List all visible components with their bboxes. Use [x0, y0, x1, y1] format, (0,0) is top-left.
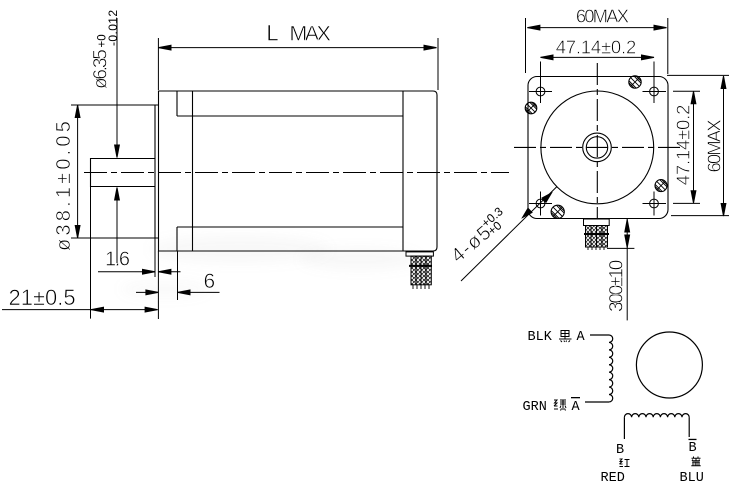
svg-text:A: A — [572, 400, 581, 415]
svg-text:B: B — [689, 441, 697, 456]
svg-text:21±0.5: 21±0.5 — [9, 285, 76, 310]
svg-text:1.6: 1.6 — [105, 249, 130, 271]
svg-text:MAX: MAX — [289, 22, 330, 46]
svg-text:60MAX: 60MAX — [576, 5, 629, 26]
svg-text:47.14±0.2: 47.14±0.2 — [673, 105, 694, 185]
svg-text:60MAX: 60MAX — [704, 120, 725, 173]
svg-text:A: A — [577, 330, 586, 345]
svg-text:300±10: 300±10 — [606, 260, 627, 312]
svg-text:L: L — [266, 21, 278, 46]
svg-text:RED: RED — [601, 471, 625, 486]
svg-text:BLU: BLU — [680, 471, 704, 486]
svg-text:ø6.35: ø6.35 — [91, 50, 112, 89]
svg-text:BLK: BLK — [528, 330, 553, 345]
svg-text:ø38.1±0.05: ø38.1±0.05 — [53, 118, 75, 251]
svg-text:6: 6 — [204, 270, 216, 293]
svg-text:+0: +0 — [97, 34, 109, 47]
svg-text:47.14±0.2: 47.14±0.2 — [556, 37, 636, 58]
svg-text:-0.012: -0.012 — [106, 10, 120, 46]
svg-text:GRN: GRN — [523, 400, 547, 415]
svg-text:B: B — [616, 443, 624, 458]
